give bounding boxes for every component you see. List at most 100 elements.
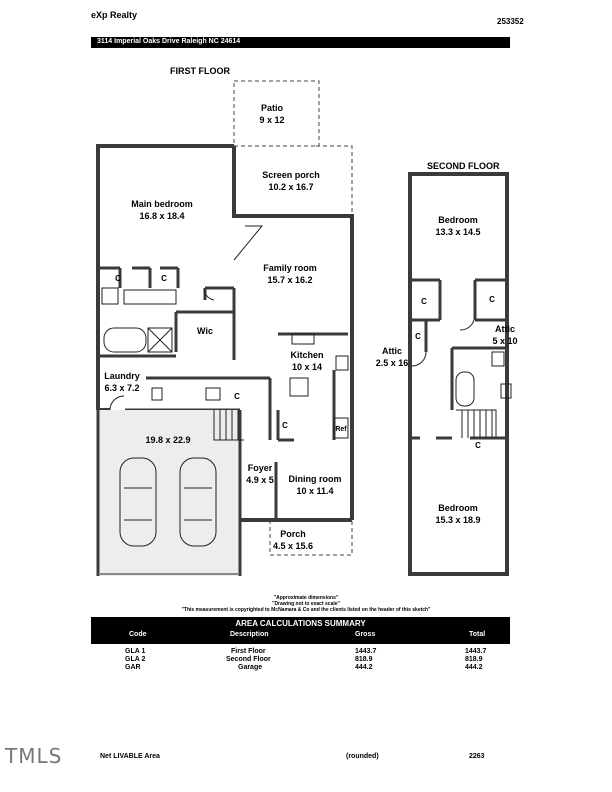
- range-icon: [335, 355, 349, 371]
- patio-dims: 9 x 12: [259, 115, 284, 125]
- garage-walls: [96, 410, 242, 576]
- col-header-description: Description: [230, 631, 269, 638]
- wall-east: [232, 146, 354, 520]
- closet-label: C: [234, 392, 240, 401]
- sf-attic-left-dims: 2.5 x 16: [376, 358, 409, 368]
- bath-door-swing: [203, 287, 215, 301]
- laundry-label: Laundry: [104, 371, 140, 381]
- table-row: GLA 2 Second Floor 818.9 818.9: [91, 656, 510, 664]
- note-line: "This measurement is copyrighted to McNa…: [181, 607, 431, 613]
- cell-description: First Floor: [231, 648, 266, 655]
- half-bath-toilet: [205, 387, 221, 401]
- kitchen-label: Kitchen: [290, 350, 323, 360]
- cell-description: Garage: [238, 664, 263, 671]
- col-header-gross: Gross: [355, 631, 376, 638]
- family-room-label: Family room: [263, 263, 317, 273]
- car-windows: [124, 487, 212, 521]
- closet-label: C: [282, 421, 288, 430]
- stairs-second: [456, 409, 497, 438]
- shower-main-bath: [147, 327, 173, 353]
- second-floor-title: SECOND FLOOR: [427, 161, 500, 171]
- laundry-dims: 6.3 x 7.2: [104, 383, 139, 393]
- car-left: [119, 457, 157, 547]
- sf-toilet: [500, 383, 512, 399]
- sf-bedroom-top-dims: 13.3 x 14.5: [435, 227, 480, 237]
- sf-closet-label: C: [421, 297, 427, 306]
- main-bedroom-label: Main bedroom: [131, 199, 193, 209]
- closet-label: C: [115, 274, 121, 283]
- net-livable-value: 2263: [469, 753, 485, 760]
- rounded-label: (rounded): [346, 753, 379, 760]
- sf-sink: [491, 351, 505, 367]
- sf-bedroom-bottom-label: Bedroom: [438, 503, 478, 513]
- note-line: "Drawing not to exact scale": [272, 601, 340, 607]
- screen-porch-outline: [316, 145, 353, 214]
- shower-x: [147, 327, 173, 353]
- patio-label: Patio: [261, 103, 284, 113]
- toilet-main-bath: [101, 287, 119, 305]
- first-floor-title: FIRST FLOOR: [170, 66, 230, 76]
- kitchen-island: [289, 377, 309, 397]
- sf-bedroom-top-label: Bedroom: [438, 215, 478, 225]
- kitchen-dims: 10 x 14: [292, 362, 322, 372]
- family-room-dims: 15.7 x 16.2: [267, 275, 312, 285]
- screen-porch-label: Screen porch: [262, 170, 320, 180]
- sketch-number: 253352: [497, 17, 524, 26]
- sf-attic-right-label: Attic: [495, 324, 515, 334]
- second-floor-outline: [408, 172, 509, 576]
- fireplace-outline: [233, 225, 264, 261]
- sf-closet-walls: [438, 280, 477, 320]
- porch-dims: 4.5 x 15.6: [273, 541, 313, 551]
- table-row: GAR Garage 444.2 444.2: [91, 664, 510, 672]
- porch-label: Porch: [280, 529, 306, 539]
- dining-room-dims: 10 x 11.4: [296, 486, 333, 496]
- kitchen-sink: [291, 333, 315, 345]
- foyer-closet-walls: [276, 410, 294, 442]
- wic-label: Wic: [197, 326, 213, 336]
- sketch-notes: "Approximate dimensions" "Drawing not to…: [0, 595, 612, 613]
- property-address: 3114 Imperial Oaks Drive Raleigh NC 2461…: [97, 38, 241, 45]
- mls-logo: TMLS: [5, 744, 63, 768]
- cell-gross: 1443.7: [355, 648, 377, 655]
- sf-attic-left-label: Attic: [382, 346, 402, 356]
- wall-west: [96, 144, 234, 410]
- cell-code: GLA 1: [125, 648, 146, 655]
- sf-closet-door: [459, 319, 475, 331]
- foyer-dims: 4.9 x 5: [246, 475, 274, 485]
- vanity-main-bath: [123, 289, 177, 305]
- screen-porch-dims: 10.2 x 16.7: [268, 182, 313, 192]
- refrigerator-icon: [333, 417, 349, 439]
- porch-outline: [269, 520, 353, 556]
- closet-walls: [118, 268, 180, 288]
- foyer-label: Foyer: [248, 463, 273, 473]
- dining-room-label: Dining room: [289, 474, 342, 484]
- cell-gross: 444.2: [355, 664, 373, 671]
- sf-closet-label: C: [415, 332, 421, 341]
- cell-description: Second Floor: [226, 656, 271, 663]
- tub-main-bath: [103, 327, 147, 353]
- sf-attic-door: [411, 351, 427, 367]
- floor-plan: FIRST FLOOR Pati: [96, 66, 518, 576]
- net-livable-label: Net LIVABLE Area: [100, 753, 160, 760]
- sf-closet-label: C: [475, 441, 481, 450]
- cell-gross: 818.9: [355, 656, 373, 663]
- cell-total: 818.9: [465, 656, 483, 663]
- laundry-door-swing: [109, 395, 125, 411]
- stairs-first: [213, 410, 244, 441]
- col-header-total: Total: [469, 631, 486, 638]
- patio-outline: [233, 80, 320, 147]
- ref-label: Ref: [335, 426, 347, 433]
- note-line: "Approximate dimensions": [273, 595, 339, 601]
- address-bar: 3114 Imperial Oaks Drive Raleigh NC 2461…: [91, 37, 510, 48]
- cell-code: GAR: [125, 664, 141, 671]
- area-summary-header: AREA CALCULATIONS SUMMARY Code Descripti…: [91, 617, 510, 644]
- half-bath-sink: [151, 387, 163, 401]
- sf-attic-right-dims: 5 x 10: [492, 336, 517, 346]
- sf-bedroom-bottom-dims: 15.3 x 18.9: [435, 515, 480, 525]
- area-summary-table: GLA 1 First Floor 1443.7 1443.7 GLA 2 Se…: [91, 648, 510, 672]
- area-summary-title: AREA CALCULATIONS SUMMARY: [235, 619, 366, 628]
- col-header-code: Code: [129, 631, 147, 638]
- cell-total: 444.2: [465, 664, 483, 671]
- garage-dims: 19.8 x 22.9: [145, 435, 190, 445]
- cell-code: GLA 2: [125, 656, 146, 663]
